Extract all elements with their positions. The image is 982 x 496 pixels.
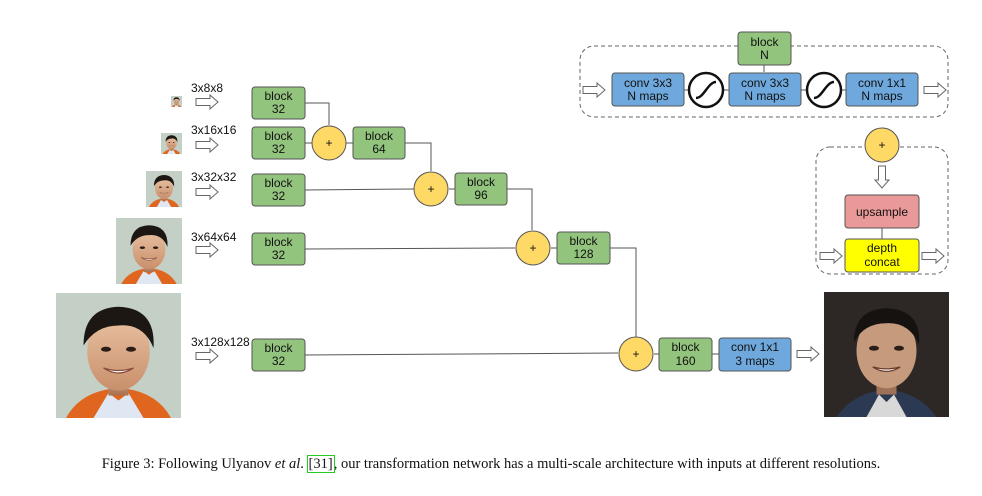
svg-text:32: 32 xyxy=(272,248,286,262)
block-96: block 96 xyxy=(454,172,508,206)
svg-text:block: block xyxy=(569,234,598,248)
input-image-32 xyxy=(145,170,183,208)
svg-text:N maps: N maps xyxy=(744,89,785,103)
svg-text:+: + xyxy=(878,138,885,152)
input-arrow-64 xyxy=(195,242,219,258)
svg-text:block: block xyxy=(671,340,700,354)
svg-text:concat: concat xyxy=(864,255,900,269)
svg-text:N: N xyxy=(760,48,769,62)
input-image-8 xyxy=(170,95,183,108)
svg-text:N maps: N maps xyxy=(861,89,902,103)
join-node-3: + xyxy=(515,230,551,266)
edge-b32-1-to-join1 xyxy=(305,102,330,125)
legend-conv3x3-b: conv 3x3 N maps xyxy=(728,72,802,107)
svg-text:conv 1x1: conv 1x1 xyxy=(731,340,779,354)
legend-concat-in-arrow xyxy=(819,248,843,264)
figure-caption: Figure 3: Following Ulyanov et al. [31],… xyxy=(0,455,982,473)
input-image-16 xyxy=(160,132,183,155)
caption-suffix: , our transformation network has a multi… xyxy=(333,456,881,472)
input-arrow-16 xyxy=(195,137,219,153)
legend-activation-a xyxy=(687,71,725,109)
edge-b64-to-join2 xyxy=(405,142,432,171)
svg-text:32: 32 xyxy=(272,354,286,368)
legend-down-arrow xyxy=(874,165,890,189)
output-image xyxy=(823,291,950,418)
input-label-16: 3x16x16 xyxy=(191,123,237,137)
legend-block-title: block N xyxy=(737,31,792,66)
svg-text:64: 64 xyxy=(372,142,386,156)
join-node-1: + xyxy=(311,125,347,161)
output-arrow xyxy=(796,346,820,362)
architecture-diagram: 3x8x8 3x16x16 3x32x32 3x64x64 3x128x128 … xyxy=(55,31,950,419)
join-node-4: + xyxy=(618,336,654,372)
edge-b128-to-join4 xyxy=(610,247,637,337)
edge-b32-5-to-join4 xyxy=(304,352,619,356)
legend-concat-out-arrow xyxy=(921,248,945,264)
svg-text:block: block xyxy=(264,341,293,355)
connection-lines xyxy=(304,65,883,356)
input-arrow-128 xyxy=(195,348,219,364)
block-64: block 64 xyxy=(352,126,406,160)
block-32-scale-16: block 32 xyxy=(251,126,306,160)
input-image-64 xyxy=(115,217,183,285)
svg-text:N maps: N maps xyxy=(627,89,668,103)
legend-depth-concat-block: depth concat xyxy=(844,238,920,273)
svg-text:128: 128 xyxy=(573,247,593,261)
caption-dot: . xyxy=(300,456,308,472)
svg-text:upsample: upsample xyxy=(856,205,908,219)
input-label-32: 3x32x32 xyxy=(191,170,237,184)
final-conv-block: conv 1x1 3 maps xyxy=(718,337,792,372)
block-160: block 160 xyxy=(658,337,713,372)
input-arrow-32 xyxy=(195,184,219,200)
input-label-64: 3x64x64 xyxy=(191,230,237,244)
legend-conv3x3-a: conv 3x3 N maps xyxy=(611,72,685,107)
legend-conv1x1: conv 1x1 N maps xyxy=(845,72,919,107)
input-arrow-8 xyxy=(195,94,219,110)
svg-text:+: + xyxy=(427,182,434,196)
svg-text:depth: depth xyxy=(867,241,897,255)
svg-text:+: + xyxy=(529,241,536,255)
block-32-scale-64: block 32 xyxy=(251,232,306,266)
svg-text:160: 160 xyxy=(675,354,695,368)
svg-text:32: 32 xyxy=(272,189,286,203)
svg-text:block: block xyxy=(264,129,293,143)
svg-text:96: 96 xyxy=(474,188,488,202)
block-32-scale-8: block 32 xyxy=(251,86,306,120)
block-32-scale-128: block 32 xyxy=(251,338,306,372)
legend-in-arrow xyxy=(582,82,606,98)
input-label-128: 3x128x128 xyxy=(191,335,250,349)
svg-text:3 maps: 3 maps xyxy=(735,354,774,368)
svg-text:block: block xyxy=(750,35,779,49)
block-32-scale-32: block 32 xyxy=(251,173,306,207)
legend-join-node: + xyxy=(864,127,900,163)
legend-activation-b xyxy=(805,71,843,109)
edge-b96-to-join3 xyxy=(507,188,533,230)
svg-text:block: block xyxy=(264,176,293,190)
svg-text:32: 32 xyxy=(272,102,286,116)
caption-prefix: Figure 3: Following Ulyanov xyxy=(101,456,275,472)
svg-text:32: 32 xyxy=(272,142,286,156)
svg-text:block: block xyxy=(365,129,394,143)
svg-text:conv 3x3: conv 3x3 xyxy=(624,76,672,90)
citation-link[interactable]: [31] xyxy=(306,455,335,473)
svg-text:+: + xyxy=(325,136,332,150)
svg-text:conv 3x3: conv 3x3 xyxy=(741,76,789,90)
input-image-128 xyxy=(55,292,182,419)
legend-out-arrow xyxy=(923,82,947,98)
svg-text:block: block xyxy=(264,89,293,103)
edge-b32-4-to-join3 xyxy=(304,247,516,250)
legend-upsample-block: upsample xyxy=(844,194,920,229)
caption-etal: et al xyxy=(274,456,301,472)
svg-text:conv 1x1: conv 1x1 xyxy=(858,76,906,90)
svg-text:+: + xyxy=(632,347,639,361)
svg-text:block: block xyxy=(467,175,496,189)
edge-b32-3-to-join2 xyxy=(304,188,415,191)
block-128: block 128 xyxy=(556,231,611,265)
svg-text:block: block xyxy=(264,235,293,249)
join-node-2: + xyxy=(413,171,449,207)
input-label-8: 3x8x8 xyxy=(191,81,223,95)
